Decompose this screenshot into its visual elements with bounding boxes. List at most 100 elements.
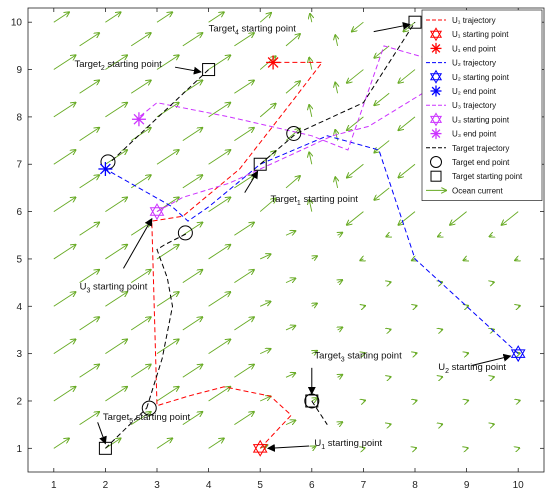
current-arrow	[156, 339, 179, 355]
current-arrow	[53, 245, 76, 260]
current-arrow	[105, 55, 127, 70]
series-0-line	[151, 61, 324, 449]
series-3-line	[146, 232, 189, 409]
current-arrow	[398, 69, 416, 83]
legend-label: Target starting point	[452, 172, 523, 181]
annotation-label: Target5 starting point	[103, 412, 191, 425]
current-arrow	[182, 365, 203, 378]
current-arrow	[79, 175, 100, 189]
current-arrow	[312, 351, 317, 354]
current-arrow	[156, 438, 172, 449]
y-tick-label: 10	[11, 18, 23, 29]
current-arrow	[285, 231, 295, 235]
current-arrow	[338, 233, 343, 236]
current-arrow	[208, 339, 231, 355]
legend-label: Target end point	[452, 158, 510, 167]
current-arrow	[259, 13, 271, 23]
current-arrow	[208, 150, 231, 165]
legend-entry: U₁ starting point	[429, 27, 509, 42]
x-tick-label: 4	[206, 480, 212, 491]
current-arrow	[53, 12, 69, 23]
annotation-label: Target2 starting point	[74, 59, 162, 72]
y-tick-label: 3	[16, 349, 22, 360]
current-arrow	[53, 197, 76, 212]
target-end-marker	[286, 125, 302, 141]
x-tick-label: 8	[412, 480, 418, 491]
current-arrow	[234, 128, 254, 141]
current-arrow	[53, 292, 76, 307]
current-arrow	[347, 116, 364, 130]
y-tick-label: 7	[16, 160, 22, 171]
current-arrow	[156, 387, 179, 402]
y-tick-label: 1	[16, 444, 22, 455]
current-arrow	[502, 211, 519, 225]
current-arrow	[79, 222, 100, 236]
current-arrow	[347, 69, 364, 83]
series-3-line	[311, 400, 328, 425]
legend-entry: U₃ starting point	[429, 112, 510, 127]
current-arrow	[285, 176, 300, 189]
u-start-marker-u1	[252, 439, 268, 457]
annotation-label: Target3 starting point	[314, 350, 402, 363]
current-arrow	[130, 412, 151, 426]
current-arrow	[352, 21, 364, 31]
series-2-line	[136, 45, 468, 213]
legend-label: U₃ starting point	[452, 115, 510, 124]
current-arrow	[234, 80, 254, 94]
legend-entry: U₂ trajectory	[426, 59, 496, 68]
current-arrow	[79, 317, 100, 331]
legend-entry: Ocean current	[426, 186, 503, 195]
x-tick-label: 1	[51, 480, 57, 491]
current-arrow	[338, 327, 343, 330]
target-end-marker	[177, 225, 193, 241]
current-arrow	[182, 80, 203, 94]
current-arrow	[208, 387, 231, 402]
current-arrow	[208, 12, 224, 23]
target-start-marker	[305, 394, 319, 408]
series-3-line	[259, 21, 416, 165]
legend-entry: U₁ end point	[430, 42, 496, 54]
current-arrow	[130, 317, 151, 331]
trajectory-lines	[105, 21, 519, 449]
series-1-line	[105, 135, 519, 354]
current-arrow	[130, 33, 151, 47]
legend-swatch	[430, 128, 442, 140]
legend-label: U₂ end point	[452, 87, 497, 96]
current-arrow	[398, 116, 416, 130]
y-tick-label: 9	[16, 65, 22, 76]
current-arrow	[312, 303, 317, 306]
current-arrow	[312, 256, 317, 259]
current-arrow	[464, 259, 467, 260]
current-arrow	[53, 387, 76, 402]
x-tick-label: 7	[361, 480, 367, 491]
annotation-label: U1 starting point	[314, 438, 382, 451]
current-arrow	[130, 175, 151, 189]
x-tick-label: 3	[154, 480, 160, 491]
current-arrow	[53, 103, 76, 118]
current-arrow	[130, 80, 151, 94]
current-arrow	[182, 412, 203, 426]
current-arrow	[260, 396, 270, 402]
target-start-marker	[253, 157, 267, 171]
current-arrow	[360, 259, 363, 260]
current-arrow	[79, 270, 100, 283]
y-tick-label: 5	[16, 254, 22, 265]
legend-entry: U₃ end point	[430, 128, 497, 140]
plot-frame	[27, 7, 545, 473]
current-arrow	[79, 412, 100, 426]
current-arrow	[79, 80, 100, 94]
legend-entry: Target end point	[430, 156, 510, 168]
annotation-arrow	[174, 66, 202, 75]
current-arrow	[285, 278, 295, 282]
current-arrow	[309, 200, 312, 212]
current-arrow	[182, 175, 203, 189]
legend-swatch	[429, 27, 443, 42]
current-arrow	[260, 349, 270, 355]
legend-entry: Target starting point	[430, 170, 523, 182]
current-arrow	[285, 81, 300, 94]
legend-entry: U₁ trajectory	[426, 16, 496, 25]
current-arrow	[335, 35, 337, 46]
current-arrow	[53, 150, 76, 165]
